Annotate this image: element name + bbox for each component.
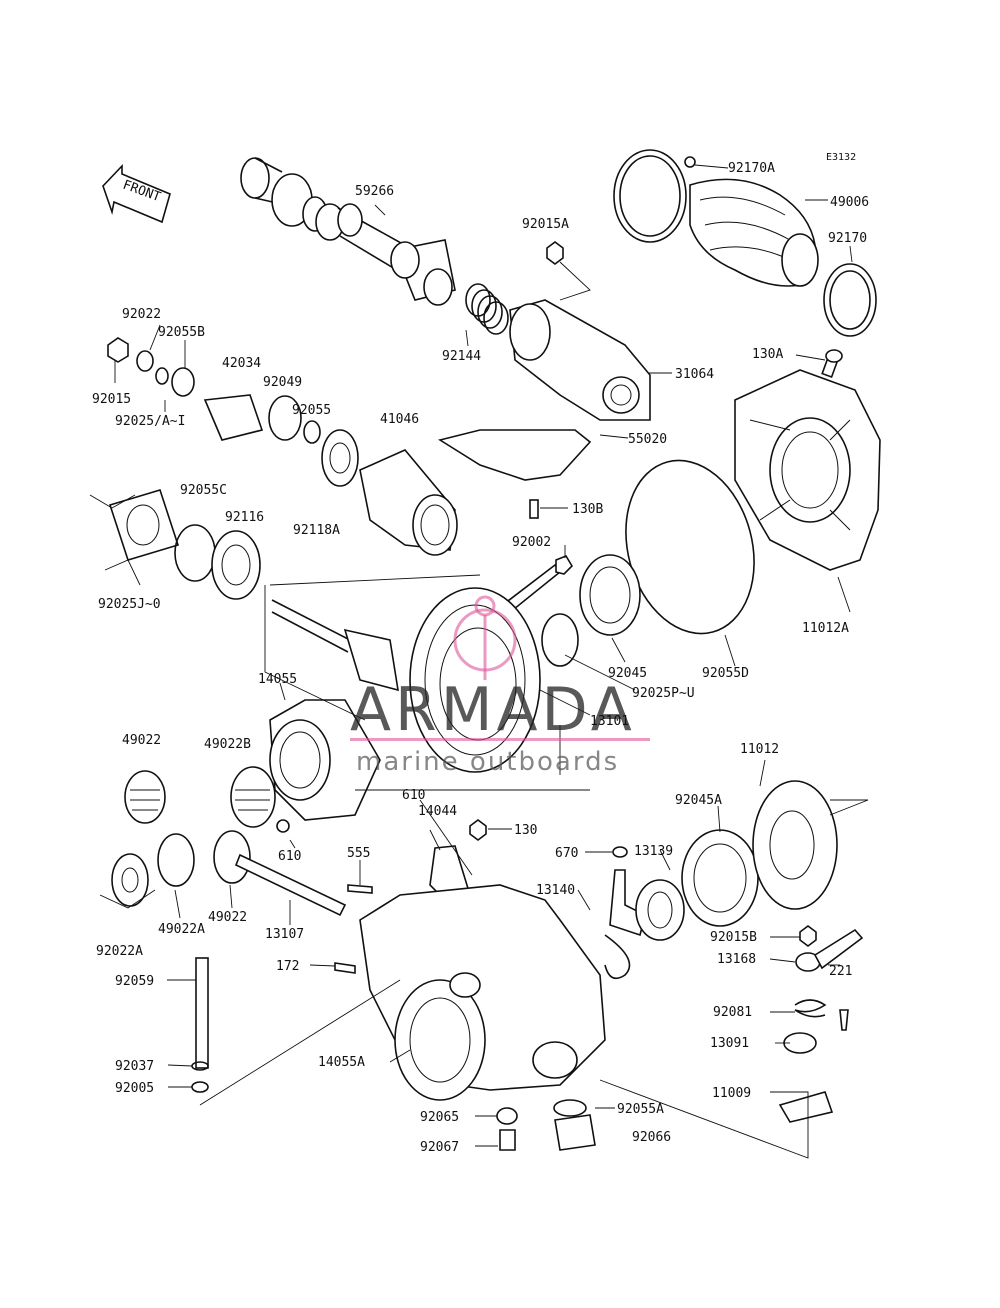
- label-92066: 92066: [632, 1130, 671, 1145]
- label-92022A: 92022A: [96, 944, 143, 959]
- drive-shaft-part: [240, 157, 456, 306]
- label-92067: 92067: [420, 1140, 459, 1155]
- label-130B: 130B: [572, 502, 603, 517]
- label-13140: 13140: [536, 883, 575, 898]
- pin-172-part: [334, 962, 356, 974]
- label-92025J0: 92025J~0: [98, 597, 161, 612]
- carrier-part: [269, 699, 381, 821]
- label-42034: 42034: [222, 356, 261, 371]
- label-13101: 13101: [590, 714, 629, 729]
- armada-watermark: ARMADA marine outboards: [350, 595, 650, 777]
- label-92025PU: 92025P~U: [632, 686, 695, 701]
- label-92081: 92081: [713, 1005, 752, 1020]
- label-92116: 92116: [225, 510, 264, 525]
- label-92055: 92055: [292, 403, 331, 418]
- bracket-part: [437, 429, 592, 481]
- drain-parts: [496, 1099, 596, 1151]
- label-13168: 13168: [717, 952, 756, 967]
- label-92144: 92144: [442, 349, 481, 364]
- label-610: 610: [278, 849, 301, 864]
- label-92065: 92065: [420, 1110, 459, 1125]
- label-49022: 49022: [208, 910, 247, 925]
- plate-part: [108, 489, 261, 600]
- shift-parts: [604, 829, 759, 980]
- label-92037: 92037: [115, 1059, 154, 1074]
- label-11012A: 11012A: [802, 621, 849, 636]
- label-92015A: 92015A: [522, 217, 569, 232]
- rear-housing-part: [734, 349, 881, 571]
- label-13107: 13107: [265, 927, 304, 942]
- label-13091: 13091: [710, 1036, 749, 1051]
- label-92015: 92015: [92, 392, 131, 407]
- label-130: 130: [514, 823, 537, 838]
- label-11009: 11009: [712, 1086, 751, 1101]
- label-130A: 130A: [752, 347, 783, 362]
- label-92055A: 92055A: [617, 1102, 664, 1117]
- label-41046: 41046: [380, 412, 419, 427]
- front-arrow-icon: FRONT: [102, 163, 171, 224]
- diagram-code: E3132: [826, 152, 856, 163]
- watermark-brand: ARMADA: [350, 675, 636, 745]
- label-92049: 92049: [263, 375, 302, 390]
- label-555: 555: [347, 846, 370, 861]
- label-92045A: 92045A: [675, 793, 722, 808]
- label-13139: 13139: [634, 844, 673, 859]
- small-parts-left: [107, 337, 359, 487]
- lever-parts: [778, 925, 864, 1123]
- label-92022: 92022: [122, 307, 161, 322]
- label-92055C: 92055C: [180, 483, 227, 498]
- label-14055: 14055: [258, 672, 297, 687]
- label-610-top: 610: [402, 788, 425, 803]
- label-92055D: 92055D: [702, 666, 749, 681]
- part-labels: 92170A 49006 92170 59266 92015A 92144 31…: [92, 161, 869, 1155]
- label-92005: 92005: [115, 1081, 154, 1096]
- label-92118A: 92118A: [293, 523, 340, 538]
- bearing-part: [541, 554, 641, 667]
- label-92045: 92045: [608, 666, 647, 681]
- cover-part: [752, 780, 838, 910]
- label-172: 172: [276, 959, 299, 974]
- label-31064: 31064: [675, 367, 714, 382]
- ring-gear-part: [271, 587, 541, 773]
- label-14044: 14044: [418, 804, 457, 819]
- label-14055A: 14055A: [318, 1055, 365, 1070]
- side-gear-part: [111, 766, 290, 907]
- label-49006: 49006: [830, 195, 869, 210]
- label-221: 221: [829, 964, 852, 979]
- label-55020: 55020: [628, 432, 667, 447]
- label-92015B: 92015B: [710, 930, 757, 945]
- oring-large-part: [625, 459, 755, 635]
- label-670: 670: [555, 846, 578, 861]
- spring-part: [465, 283, 509, 335]
- label-49022-top: 49022: [122, 733, 161, 748]
- shaft-housing-part: [509, 241, 651, 421]
- label-92170A: 92170A: [728, 161, 775, 176]
- label-92059: 92059: [115, 974, 154, 989]
- label-92025AI: 92025/A~I: [115, 414, 185, 429]
- watermark-tagline: marine outboards: [356, 747, 619, 777]
- label-92002: 92002: [512, 535, 551, 550]
- pipe-part: [191, 957, 209, 1093]
- bolt-130b-part: [529, 499, 539, 519]
- gear-case-part: [359, 884, 606, 1101]
- label-92170: 92170: [828, 231, 867, 246]
- label-49022B: 49022B: [204, 737, 251, 752]
- bearing-sleeve-part: [359, 449, 458, 556]
- cross-shaft-part: [234, 853, 373, 917]
- label-59266: 59266: [355, 184, 394, 199]
- rubber-boot-part: [613, 149, 877, 337]
- label-92055B: 92055B: [158, 325, 205, 340]
- leader-lines: [89, 164, 869, 1159]
- label-11012: 11012: [740, 742, 779, 757]
- label-49022A: 49022A: [158, 922, 205, 937]
